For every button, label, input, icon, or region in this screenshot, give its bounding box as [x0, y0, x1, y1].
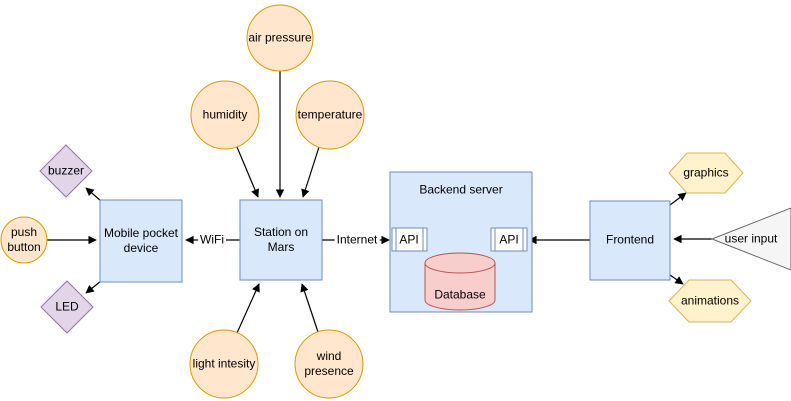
edge-frontend-to-graphics — [669, 192, 687, 206]
edge-temperature-to-station — [301, 146, 320, 198]
temperature-node — [295, 80, 365, 150]
humidity-node — [190, 80, 260, 150]
edge-mobile-to-buzzer — [85, 187, 102, 202]
database-node — [424, 252, 496, 311]
buzzer-node — [39, 144, 93, 198]
api-right-node — [490, 227, 528, 252]
led-node — [40, 280, 94, 334]
api-left-node — [391, 227, 428, 252]
graphics-node — [668, 152, 744, 194]
frontend-node — [589, 200, 671, 281]
light-intensity-node — [189, 329, 259, 399]
animations-node — [668, 279, 752, 323]
edge-wind-presence-to-station — [300, 283, 319, 333]
station-node — [239, 199, 323, 281]
air-pressure-node — [246, 4, 314, 72]
edge-mobile-to-led — [85, 280, 102, 294]
edge-light-intensity-to-station — [236, 283, 260, 334]
wind-presence-node — [294, 329, 364, 399]
push-button-node — [0, 216, 48, 264]
user-input-node — [710, 207, 791, 271]
mobile-device-node — [99, 199, 183, 283]
edge-frontend-to-animations — [669, 274, 684, 285]
edge-humidity-to-station — [236, 146, 259, 198]
